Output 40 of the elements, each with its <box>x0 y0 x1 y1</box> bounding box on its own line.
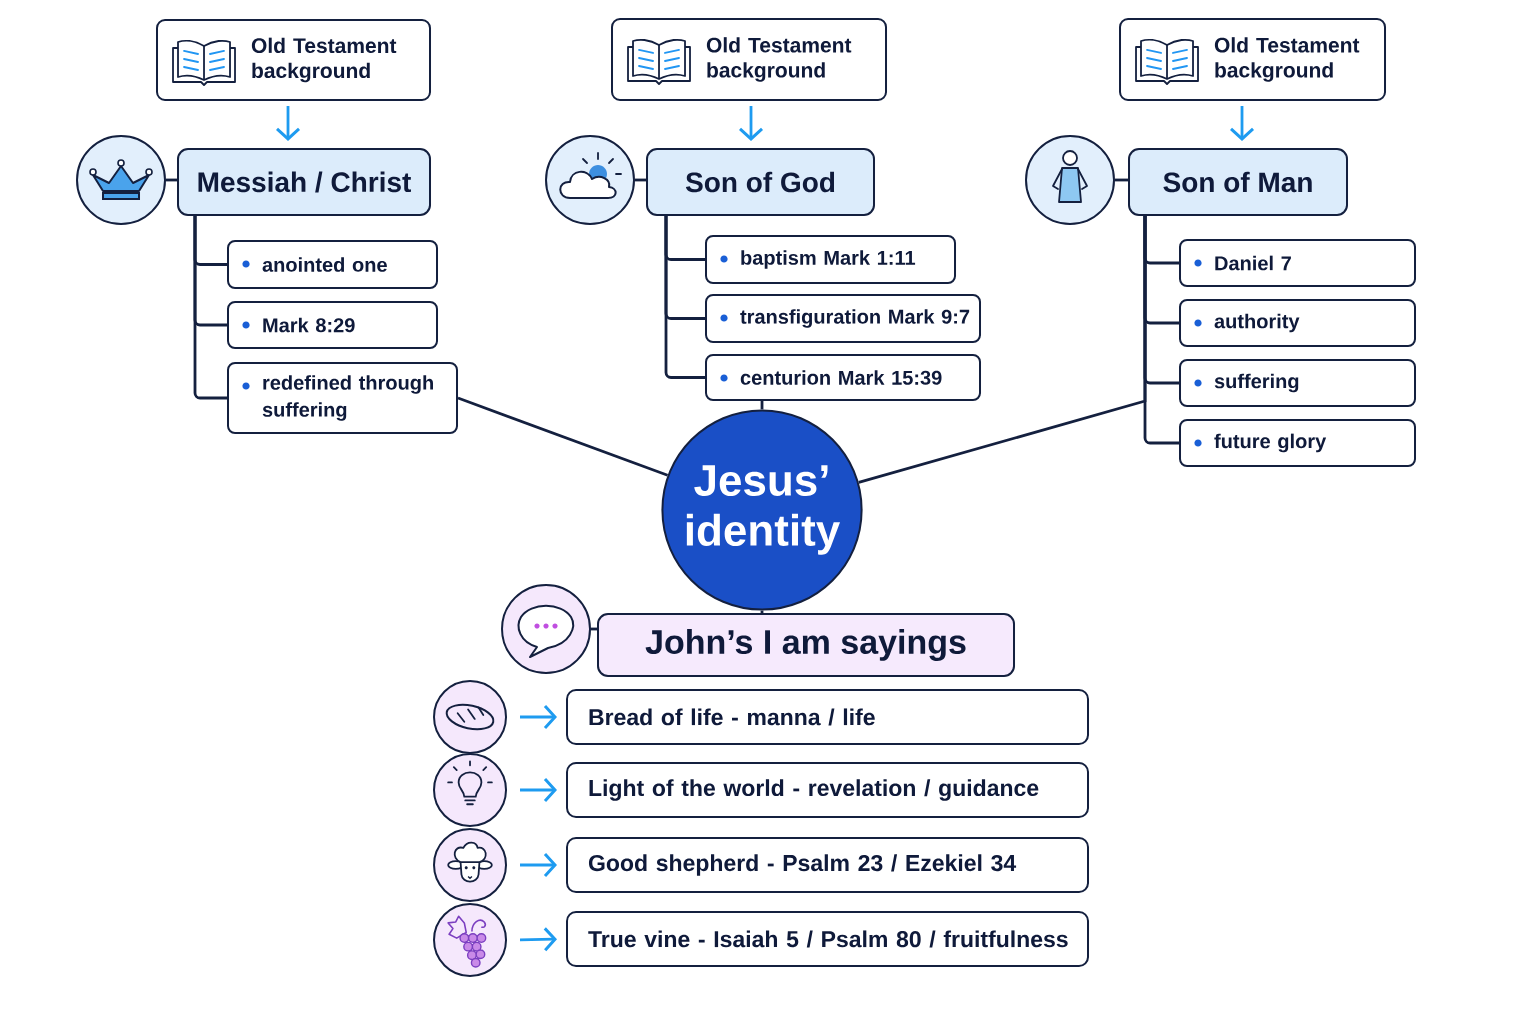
list-item-box: centurion Mark 15:39 <box>705 354 981 401</box>
connector-line <box>591 627 597 631</box>
list-item-box: Daniel 7 <box>1179 239 1416 287</box>
list-item-box: anointed one <box>227 240 438 289</box>
connector-line <box>193 216 227 400</box>
statement-box: Bread of life - manna / life <box>566 689 1089 745</box>
arrow <box>520 778 557 802</box>
connector-line <box>635 178 646 182</box>
list-item-box: baptism Mark 1:11 <box>705 235 956 284</box>
statement-box: Light of the world - revelation / guidance <box>566 762 1089 818</box>
list-item-box: authority <box>1179 299 1416 347</box>
title-box: Son of Man <box>1128 148 1348 216</box>
list-item-box: Mark 8:29 <box>227 301 438 349</box>
connector-line <box>1115 178 1128 182</box>
source-box: Old Testament background <box>156 19 431 101</box>
arrow <box>520 927 557 952</box>
icon-circle <box>433 753 507 827</box>
statement-box: Good shepherd - Psalm 23 / Ezekiel 34 <box>566 837 1089 893</box>
connector-line <box>858 216 1147 484</box>
connector-line <box>166 178 177 182</box>
source-box: Old Testament background <box>611 18 887 101</box>
connector-line <box>457 396 669 477</box>
title-box: Son of God <box>646 148 875 216</box>
arrow <box>520 853 557 877</box>
connector-line <box>760 610 764 613</box>
source-box: Old Testament background <box>1119 18 1386 101</box>
arrow <box>1230 106 1254 141</box>
arrow <box>520 705 557 729</box>
connector-line <box>664 216 705 379</box>
list-item-box: suffering <box>1179 359 1416 407</box>
statement-box: True vine - Isaiah 5 / Psalm 80 / fruitfulness <box>566 911 1089 967</box>
list-item-box: redefined through suffering <box>227 362 458 434</box>
title-box: Messiah / Christ <box>177 148 431 216</box>
list-item-box: future glory <box>1179 419 1416 467</box>
arrow <box>739 106 763 141</box>
title-box: John’s I am sayings <box>597 613 1015 677</box>
icon-circle <box>433 680 507 754</box>
arrow <box>276 106 300 141</box>
list-item-box: transfiguration Mark 9:7 <box>705 294 981 343</box>
connector-line <box>760 401 764 410</box>
